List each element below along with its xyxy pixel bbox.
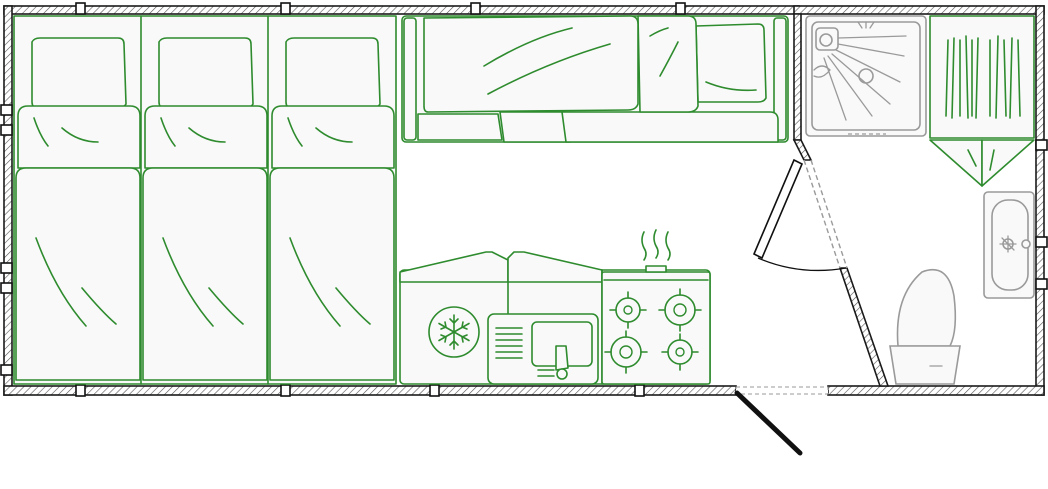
sofa-seat: [561, 111, 779, 143]
right-wall: [1035, 5, 1045, 396]
door-swing-arc: [757, 257, 847, 272]
wardrobe-door-right: [981, 139, 1035, 187]
bathroom-wall-lower: [838, 267, 890, 387]
sofa-arm-right: [773, 17, 787, 141]
sofa-backrest: [423, 15, 639, 113]
sofa-cushion: [637, 15, 699, 113]
bed-3[interactable]: [269, 37, 395, 381]
entry-opening: [735, 386, 829, 395]
bunk-beds: [13, 15, 397, 385]
top-wall-right: [793, 5, 1045, 15]
burner[interactable]: [661, 333, 699, 371]
burner[interactable]: [609, 291, 647, 329]
fridge[interactable]: [428, 306, 480, 358]
bathroom-wall-upper: [793, 13, 802, 141]
toilet-bowl: [896, 268, 957, 347]
wardrobe[interactable]: [929, 15, 1035, 187]
kitchen-sink[interactable]: [487, 313, 599, 385]
shower[interactable]: [805, 15, 927, 137]
cabinet-lid: [399, 251, 509, 283]
pillow: [31, 37, 127, 109]
sofa[interactable]: [401, 15, 789, 143]
pillow: [158, 37, 254, 109]
bathroom-wall-bend: [792, 139, 813, 161]
pillow: [285, 37, 381, 109]
tap-icon: [999, 235, 1031, 253]
burner[interactable]: [658, 288, 702, 332]
stove-body: [601, 271, 711, 385]
blanket: [142, 167, 268, 381]
bed-1[interactable]: [15, 37, 141, 381]
hanging-clothes: [945, 35, 1021, 119]
entry-door[interactable]: [734, 390, 803, 456]
bottom-wall-right: [827, 385, 1045, 396]
toilet[interactable]: [889, 268, 961, 385]
blanket: [15, 167, 141, 381]
steam-icon: [641, 229, 671, 261]
left-wall: [3, 5, 13, 396]
stove[interactable]: [601, 229, 711, 385]
exterior-walls: [3, 5, 1045, 396]
faucet: [555, 345, 569, 371]
wall-posts: [0, 2, 1048, 397]
blanket-fold: [144, 105, 268, 169]
blanket: [269, 167, 395, 381]
cabinet-lid: [507, 251, 603, 283]
toilet-tank: [889, 345, 961, 385]
bathroom-door-opening: [803, 159, 841, 269]
bottom-wall-left: [3, 385, 737, 396]
snowflake-icon: [438, 314, 470, 350]
door-leaf: [752, 158, 804, 260]
drain-board: [495, 327, 523, 359]
burner[interactable]: [604, 330, 648, 374]
shower-drain: [858, 68, 874, 84]
bathroom-door[interactable]: [752, 158, 847, 272]
sofa-arm-left: [403, 17, 417, 141]
washbasin[interactable]: [983, 191, 1035, 299]
sofa-cushion: [695, 23, 767, 103]
blanket-fold: [17, 105, 141, 169]
blanket-fold: [271, 105, 395, 169]
bed-2[interactable]: [142, 37, 268, 381]
